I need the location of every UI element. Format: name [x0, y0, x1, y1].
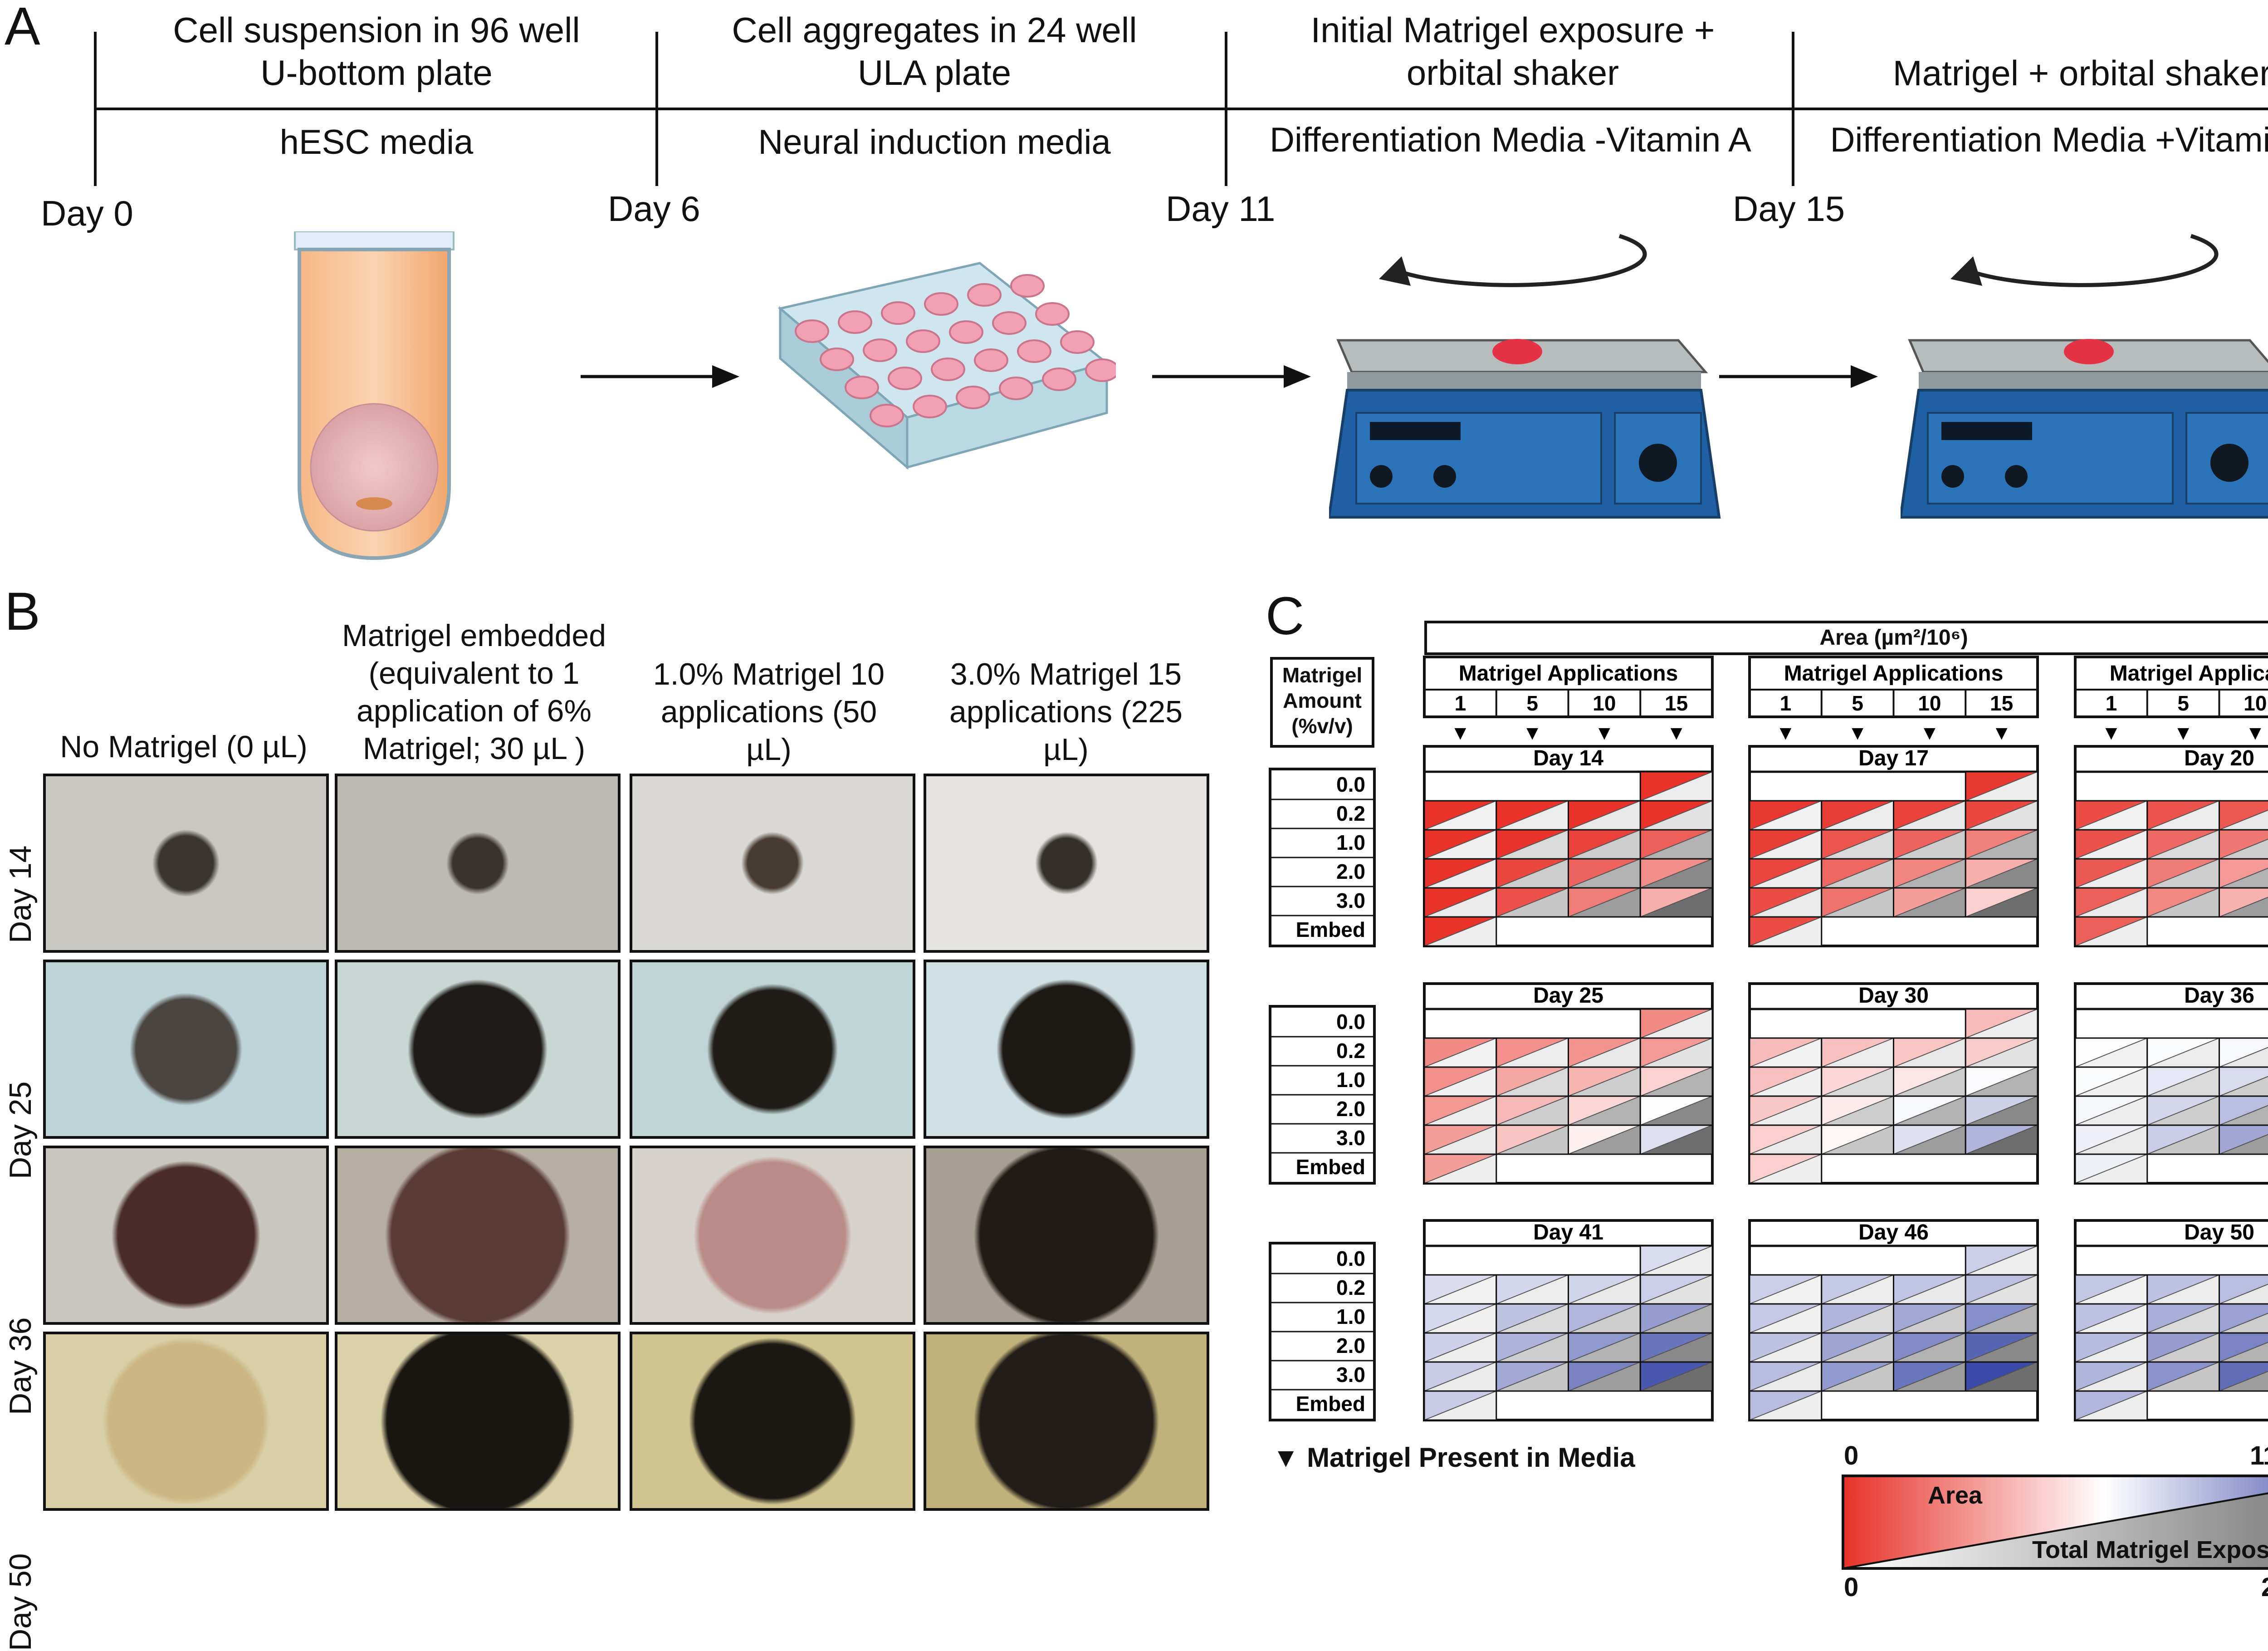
row-label: 3.0 [1336, 1363, 1365, 1386]
row-label: 1.0 [1336, 1305, 1365, 1328]
amount-header: Matrigel Amount (%v/v) [1270, 657, 1374, 748]
marker-triangle-icon: ▼ [1451, 722, 1471, 744]
marker-triangle-icon: ▼ [1522, 722, 1542, 744]
row-label: 0.0 [1336, 1247, 1365, 1270]
row-label: 2.0 [1336, 1334, 1365, 1357]
applications-header-text: Matrigel Applications [2110, 661, 2268, 686]
applications-header-text: Matrigel Applications [1459, 661, 1678, 686]
row-label: 0.0 [1336, 773, 1365, 796]
application-count: 1 [1455, 691, 1466, 715]
marker-triangle-icon: ▼ [1992, 722, 2012, 744]
marker-triangle-icon: ▼ [1920, 722, 1940, 744]
legend-marker-text: Matrigel Present in Media [1307, 1442, 1635, 1473]
application-count: 5 [2177, 691, 2189, 715]
heatmap-day-label: Day 14 [1533, 746, 1603, 770]
heatmap-day-label: Day 36 [2184, 984, 2254, 1008]
legend-area-min: 0 [1844, 1440, 1858, 1471]
marker-triangle-icon: ▼ [2173, 722, 2193, 744]
legend-area-label: Area [1928, 1481, 1982, 1509]
application-count: 1 [2106, 691, 2117, 715]
marker-triangle-icon: ▼ [1272, 1442, 1299, 1473]
row-label: 0.0 [1336, 1010, 1365, 1034]
marker-triangle-icon: ▼ [1848, 722, 1867, 744]
application-count: 10 [1918, 691, 1941, 715]
legend-exposure-min: 0 [1844, 1572, 1858, 1602]
heatmap-day-label: Day 50 [2184, 1220, 2254, 1244]
legend-area-max: 11 mm² [2250, 1440, 2268, 1471]
legend-exposure-label: Total Matrigel Exposure [2032, 1536, 2268, 1564]
row-label: Embed [1296, 918, 1365, 941]
application-count: 15 [1665, 691, 1688, 715]
row-label: Embed [1296, 1155, 1365, 1179]
area-header: Area (µm²/10⁶) [1424, 621, 2268, 655]
area-header-text: Area (µm²/10⁶) [1819, 626, 1968, 650]
row-label: 3.0 [1336, 889, 1365, 912]
heatmap-day-label: Day 30 [1858, 984, 1929, 1008]
marker-triangle-icon: ▼ [1594, 722, 1614, 744]
marker-triangle-icon: ▼ [2245, 722, 2265, 744]
row-label: 0.2 [1336, 1039, 1365, 1063]
heatmap-day-label: Day 17 [1858, 746, 1929, 770]
application-count: 15 [1990, 691, 2013, 715]
row-label: 0.2 [1336, 1276, 1365, 1299]
marker-triangle-icon: ▼ [1667, 722, 1686, 744]
row-label: 1.0 [1336, 831, 1365, 854]
row-label: 1.0 [1336, 1068, 1365, 1092]
heatmap-day-label: Day 20 [2184, 746, 2254, 770]
amount-header-text: Matrigel Amount (%v/v) [1282, 663, 1362, 738]
row-label: 2.0 [1336, 1097, 1365, 1121]
marker-triangle-icon: ▼ [2102, 722, 2121, 744]
marker-triangle-icon: ▼ [1776, 722, 1796, 744]
heatmap-grid: Matrigel Applications1▼5▼10▼15▼Matrigel … [0, 0, 2268, 1610]
application-count: 5 [1526, 691, 1538, 715]
row-label: Embed [1296, 1392, 1365, 1416]
heatmap-day-label: Day 46 [1858, 1220, 1929, 1244]
heatmap-day-label: Day 41 [1533, 1220, 1603, 1244]
row-label: 3.0 [1336, 1126, 1365, 1150]
row-label: 0.2 [1336, 802, 1365, 825]
application-count: 5 [1852, 691, 1863, 715]
application-count: 10 [2244, 691, 2267, 715]
heatmap-day-label: Day 25 [1533, 984, 1603, 1008]
application-count: 1 [1780, 691, 1792, 715]
applications-header-text: Matrigel Applications [1784, 661, 2004, 686]
row-label: 2.0 [1336, 860, 1365, 883]
legend-marker: ▼ Matrigel Present in Media [1272, 1442, 1635, 1473]
application-count: 10 [1593, 691, 1616, 715]
legend-exposure-max: 225 µL [2261, 1572, 2268, 1602]
